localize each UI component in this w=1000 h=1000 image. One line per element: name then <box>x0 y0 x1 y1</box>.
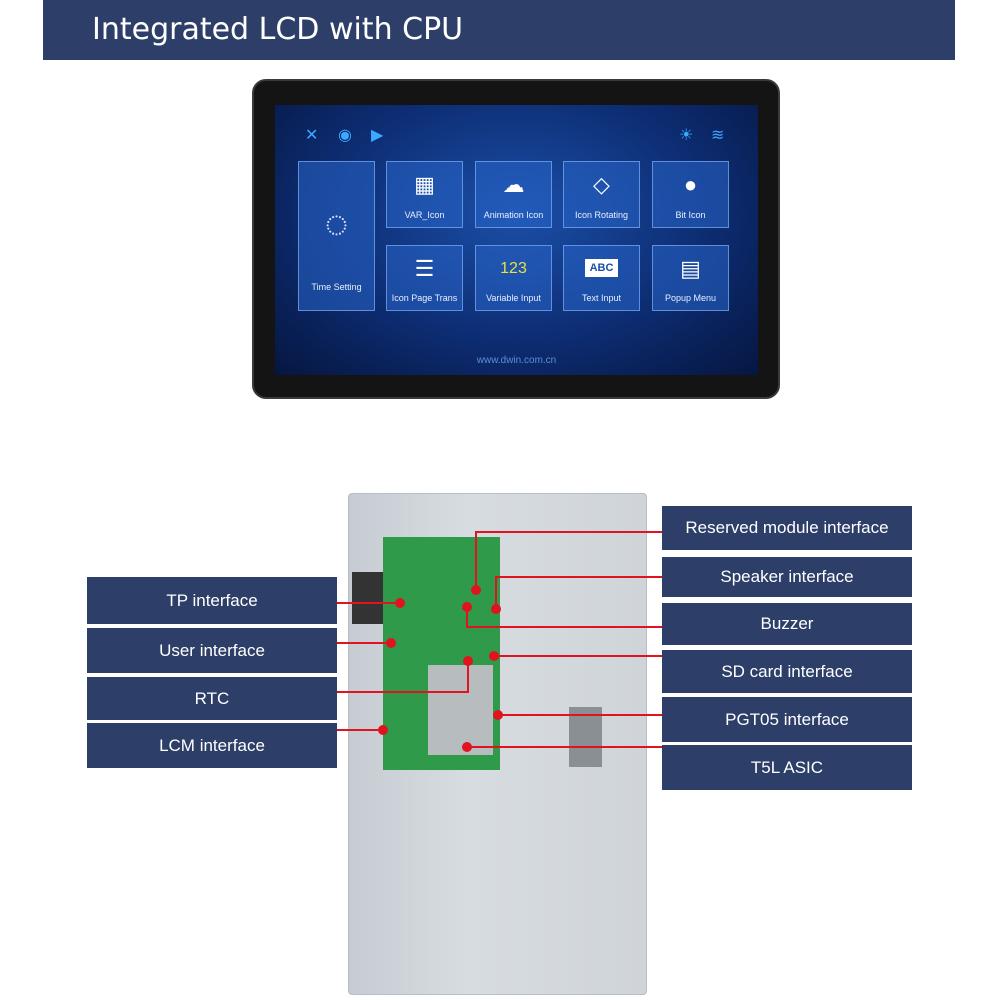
label-lcm-interface: LCM interface <box>87 723 337 768</box>
label-tp-interface: TP interface <box>87 577 337 624</box>
tile-icon-page-trans[interactable]: ☰Icon Page Trans <box>386 245 463 311</box>
menu-icon: ▤ <box>680 256 701 281</box>
play-icon: ▶ <box>371 127 384 144</box>
bulb-icon: ● <box>683 172 698 197</box>
label-user-interface: User interface <box>87 628 337 673</box>
clock-icon: ◌ <box>324 202 349 246</box>
rotate-icon: ◇ <box>593 172 610 197</box>
tools-icon: ✕ <box>305 127 319 144</box>
tile-var-icon[interactable]: ▦VAR_Icon <box>386 161 463 228</box>
website-url: www.dwin.com.cn <box>476 355 557 366</box>
page-title: Integrated LCD with CPU <box>92 12 464 47</box>
tile-icon-rotating[interactable]: ◇Icon Rotating <box>563 161 640 228</box>
cloud-icon: ☁ <box>502 172 525 197</box>
t5l-shield <box>428 665 493 755</box>
label-buzzer: Buzzer <box>662 603 912 645</box>
number-icon: 123 <box>500 260 527 277</box>
camera-icon: ◉ <box>338 127 352 144</box>
label-t5l-asic: T5L ASIC <box>662 745 912 790</box>
label-sd-card-interface: SD card interface <box>662 650 912 693</box>
sliders-icon: ☰ <box>414 256 435 281</box>
tile-bit-icon[interactable]: ●Bit Icon <box>652 161 729 228</box>
lcd-screen: ✕ ◉ ▶ ☀ ≋ ◌Time Setting ▦VAR_Icon ☁Anima… <box>275 105 758 375</box>
label-rtc: RTC <box>87 677 337 720</box>
brightness-icon: ☀ <box>679 127 694 144</box>
book-icon: ABC <box>564 259 639 277</box>
label-speaker-interface: Speaker interface <box>662 557 912 597</box>
tile-animation-icon[interactable]: ☁Animation Icon <box>475 161 552 228</box>
grid-icon: ▦ <box>414 172 435 197</box>
title-bar <box>43 0 955 60</box>
wifi-icon: ≋ <box>711 127 725 144</box>
label-pgt05-interface: PGT05 interface <box>662 697 912 742</box>
tile-popup-menu[interactable]: ▤Popup Menu <box>652 245 729 311</box>
lcm-connector <box>569 707 602 767</box>
tile-time-setting[interactable]: ◌Time Setting <box>298 161 375 311</box>
label-reserved-module-interface: Reserved module interface <box>662 506 912 550</box>
